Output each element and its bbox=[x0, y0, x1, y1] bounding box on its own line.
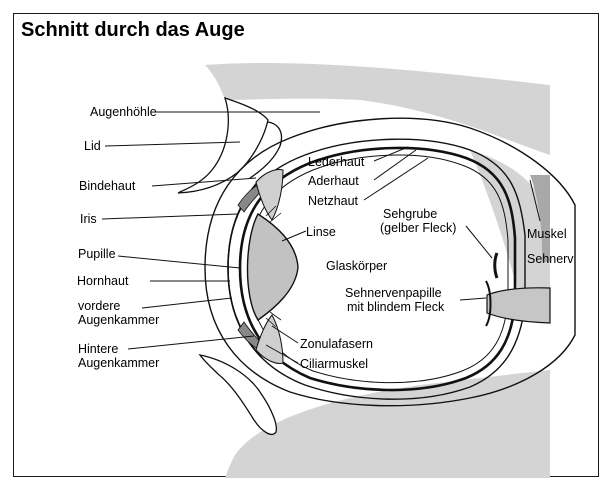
label-linse: Linse bbox=[306, 225, 336, 239]
label-glaskoerper: Glaskörper bbox=[326, 259, 387, 273]
label-sehnerv: Sehnerv bbox=[527, 252, 574, 266]
diagram-title: Schnitt durch das Auge bbox=[21, 19, 245, 42]
label-hintere-augenkammer-1: Hintere bbox=[78, 342, 118, 356]
orbit-tissue-right bbox=[470, 150, 550, 300]
label-sehnervenpapille-1: Sehnervenpapille bbox=[345, 286, 442, 300]
label-aderhaut: Aderhaut bbox=[308, 174, 359, 188]
label-hintere-augenkammer-2: Augenkammer bbox=[78, 356, 159, 370]
label-pupille: Pupille bbox=[78, 247, 116, 261]
label-bindehaut: Bindehaut bbox=[79, 179, 135, 193]
label-augenhoehle: Augenhöhle bbox=[90, 105, 157, 119]
label-iris: Iris bbox=[80, 212, 97, 226]
label-vordere-augenkammer-1: vordere bbox=[78, 299, 120, 313]
label-vordere-augenkammer-2: Augenkammer bbox=[78, 313, 159, 327]
lens bbox=[247, 214, 298, 320]
label-lid: Lid bbox=[84, 139, 101, 153]
label-sehgrube-1: Sehgrube bbox=[383, 207, 437, 221]
label-lederhaut: Lederhaut bbox=[308, 155, 364, 169]
label-zonulafasern: Zonulafasern bbox=[300, 337, 373, 351]
label-muskel: Muskel bbox=[527, 227, 567, 241]
label-sehgrube-2: (gelber Fleck) bbox=[380, 221, 456, 235]
optic-nerve bbox=[487, 288, 550, 323]
fovea bbox=[495, 253, 497, 278]
label-hornhaut: Hornhaut bbox=[77, 274, 128, 288]
label-sehnervenpapille-2: mit blindem Fleck bbox=[347, 300, 444, 314]
label-netzhaut: Netzhaut bbox=[308, 194, 358, 208]
lower-lid bbox=[200, 355, 276, 434]
label-ciliarmuskel: Ciliarmuskel bbox=[300, 357, 368, 371]
